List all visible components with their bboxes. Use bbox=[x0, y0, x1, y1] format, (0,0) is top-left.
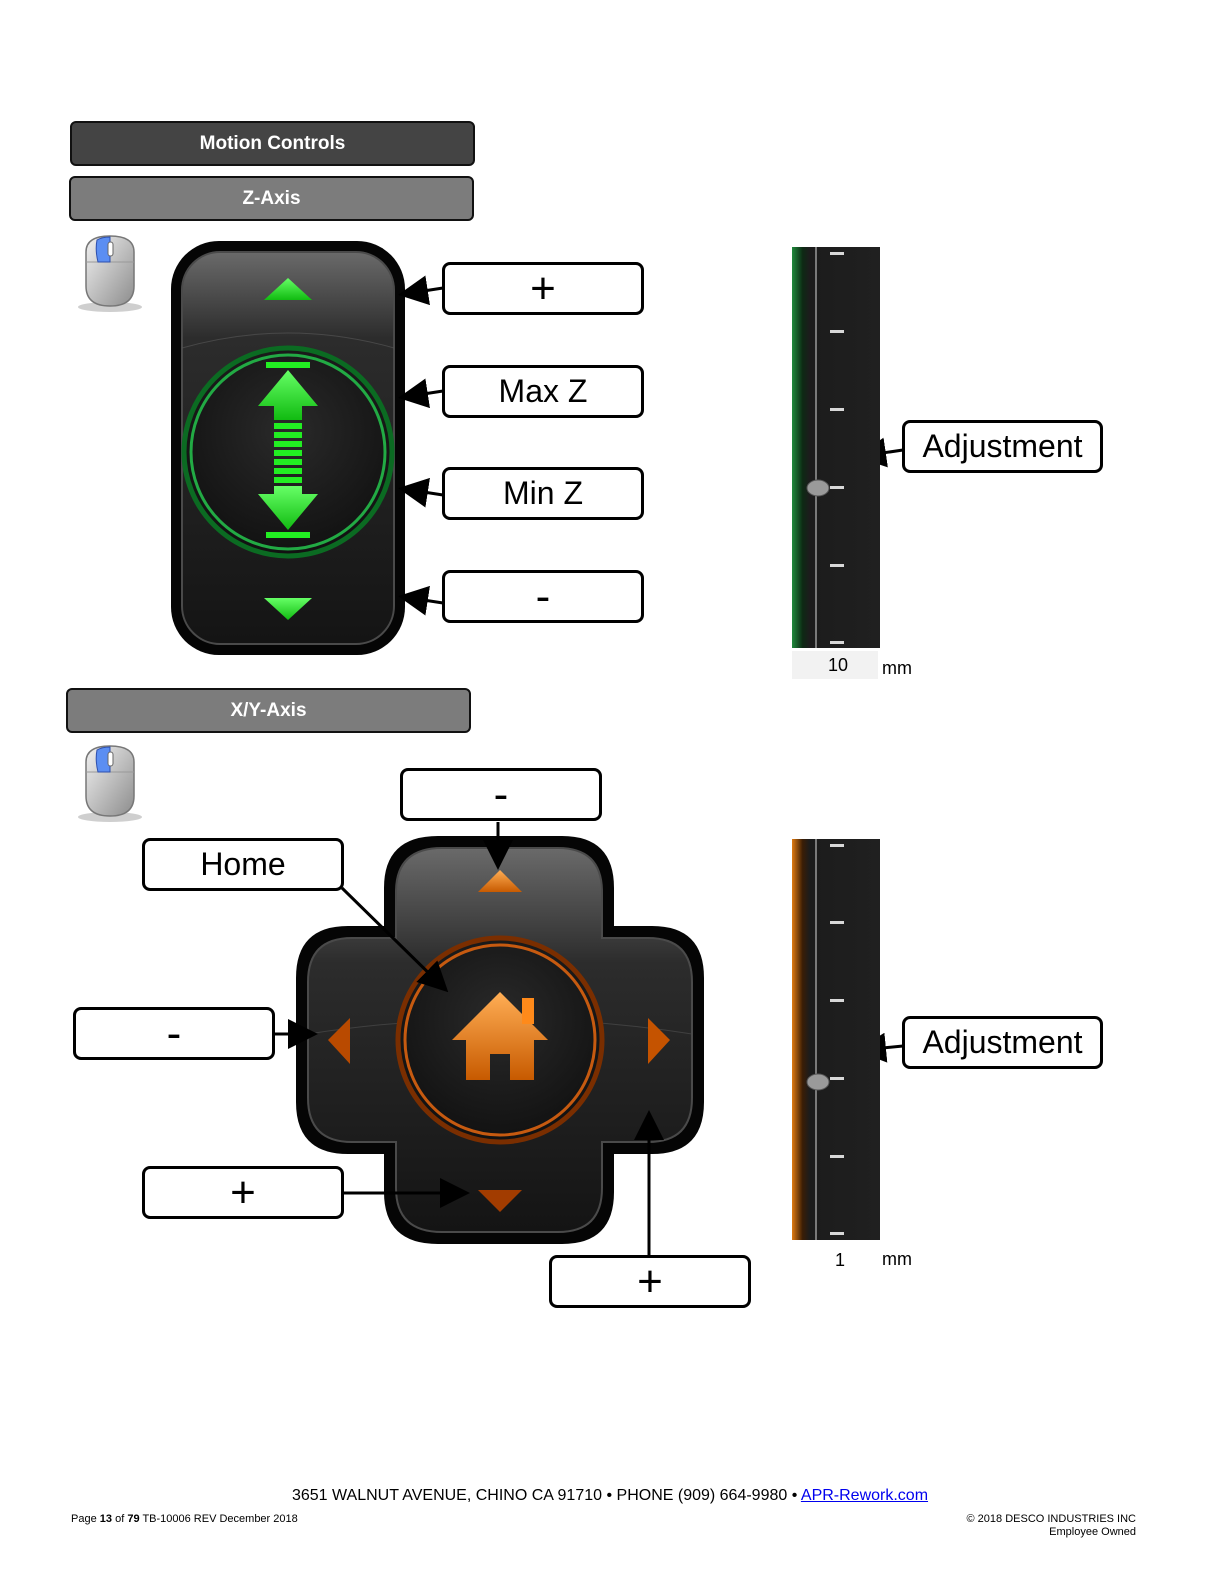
footer-website-link[interactable]: APR-Rework.com bbox=[801, 1487, 928, 1504]
of-label: of bbox=[115, 1513, 124, 1525]
z-slider-value: 10 bbox=[818, 655, 858, 676]
z-leader-arrows bbox=[0, 0, 1220, 700]
xy-adjustment-label: Adjustment bbox=[922, 1024, 1082, 1061]
footer-address: 3651 WALNUT AVENUE, CHINO CA 91710 • PHO… bbox=[0, 1487, 1220, 1505]
page-number: 13 bbox=[100, 1513, 112, 1525]
z-slider-unit: mm bbox=[882, 658, 912, 679]
footer-address-text: 3651 WALNUT AVENUE, CHINO CA 91710 • PHO… bbox=[292, 1487, 797, 1504]
z-slider-thumb[interactable] bbox=[807, 480, 829, 496]
xy-slider-value: 1 bbox=[820, 1250, 860, 1271]
copyright-text: © 2018 DESCO INDUSTRIES INC bbox=[967, 1513, 1136, 1525]
page-label: Page bbox=[71, 1513, 97, 1525]
doc-revision: TB-10006 REV December 2018 bbox=[142, 1513, 297, 1525]
z-adjustment-label: Adjustment bbox=[922, 428, 1082, 465]
employee-owned-text: Employee Owned bbox=[967, 1526, 1136, 1538]
footer-copyright: © 2018 DESCO INDUSTRIES INC Employee Own… bbox=[967, 1513, 1136, 1538]
xy-adjustment-slider[interactable] bbox=[790, 837, 882, 1242]
xy-slider-unit: mm bbox=[882, 1249, 912, 1270]
xy-leader-arrows bbox=[0, 700, 1220, 1320]
page-total: 79 bbox=[127, 1513, 139, 1525]
z-adjustment-callout: Adjustment bbox=[902, 420, 1103, 473]
z-adjustment-slider[interactable] bbox=[790, 245, 882, 650]
xy-adjustment-callout: Adjustment bbox=[902, 1016, 1103, 1069]
xy-slider-thumb[interactable] bbox=[807, 1074, 829, 1090]
footer-page-info: Page 13 of 79 TB-10006 REV December 2018 bbox=[71, 1513, 298, 1525]
